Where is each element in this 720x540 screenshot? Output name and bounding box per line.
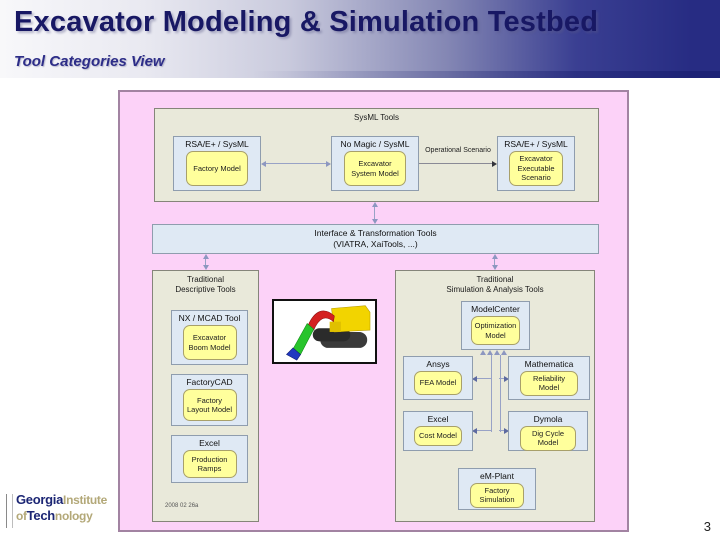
interface-bar-line2: (VIATRA, XaiTools, ...) (333, 239, 418, 249)
page-number: 3 (703, 519, 711, 534)
descriptive-label-line1: Traditional (186, 275, 225, 284)
tool-box-excel-descriptive: Excel Production Ramps (171, 435, 248, 483)
page-subtitle: Tool Categories View (14, 53, 165, 70)
arrow-right-icon (326, 160, 331, 167)
descriptive-tools-group: Traditional Descriptive Tools NX / MCAD … (152, 270, 259, 522)
bus-to-ansys-arrow (472, 375, 492, 382)
arrow-up-icon (202, 254, 209, 259)
interface-descriptive-arrow (202, 254, 209, 270)
tool-box-rsa-sysml-2: RSA/E+ / SysML Excavator Executable Scen… (497, 136, 575, 191)
model-chip: Cost Model (413, 426, 463, 446)
model-chip: Factory Layout Model (182, 389, 237, 421)
operational-scenario-arrow (419, 160, 497, 167)
arrow-down-icon (202, 265, 209, 270)
tool-name: RSA/E+ / SysML (504, 139, 568, 149)
logo-institute: Institute (63, 493, 107, 507)
excavator-3d-graphic (286, 305, 371, 361)
operational-scenario-label: Operational Scenario (425, 147, 491, 154)
model-chip: Production Ramps (182, 450, 237, 478)
tool-box-no-magic: No Magic / SysML Excavator System Model (331, 136, 419, 191)
logo-georgia: Georgia (16, 492, 64, 507)
arrow-left-icon (261, 160, 266, 167)
tool-box-rsa-sysml-1: RSA/E+ / SysML Factory Model (173, 136, 261, 191)
slide-header: Excavator Modeling & Simulation Testbed … (0, 0, 720, 78)
tool-name: Excel (427, 414, 449, 424)
arrow-up-icon (480, 350, 486, 355)
sysml-tools-label: SysML Tools (354, 113, 399, 122)
arrow-up-icon (491, 254, 498, 259)
logo-nology: nology (54, 509, 93, 523)
bus-to-excel-arrow (472, 427, 492, 434)
model-chip: Excavator Executable Scenario (508, 151, 564, 186)
interface-bar-line1: Interface & Transformation Tools (314, 227, 437, 238)
georgia-tech-logo: GeorgiaInstitute ofTechnology (6, 492, 107, 528)
simulation-label-line2: Simulation & Analysis Tools (446, 285, 544, 295)
tool-box-factorycad: FactoryCAD Factory Layout Model (171, 374, 248, 426)
model-chip: Excavator Boom Model (182, 325, 237, 360)
arrow-right-icon (504, 375, 509, 382)
bus-to-mathematica-arrow (499, 375, 509, 382)
modelcenter-bus-line (491, 355, 492, 432)
tool-name: eM-Plant (479, 471, 514, 481)
date-stamp: 2008 02 26a (165, 503, 199, 509)
tool-box-dymola: Dymola Dig Cycle Model (508, 411, 588, 451)
tool-box-emplant: eM-Plant Factory Simulation (458, 468, 536, 510)
tool-box-excel-simulation: Excel Cost Model (403, 411, 473, 451)
tool-name: Mathematica (524, 359, 574, 369)
tool-name: Dymola (533, 414, 563, 424)
arrow-left-icon (472, 427, 477, 434)
tool-name: No Magic / SysML (340, 139, 410, 149)
diagram-panel: SysML Tools RSA/E+ / SysML Factory Model… (118, 90, 629, 532)
logo-text: GeorgiaInstitute ofTechnology (16, 492, 107, 524)
model-chip: FEA Model (413, 371, 463, 395)
model-chip: Factory Simulation (469, 483, 525, 508)
model-chip: Reliability Model (520, 371, 578, 396)
model-chip: Dig Cycle Model (519, 426, 577, 451)
arrow-down-icon (371, 219, 378, 224)
logo-mark-icon (6, 494, 13, 528)
tool-box-ansys: Ansys FEA Model (403, 356, 473, 400)
logo-of: of (16, 509, 27, 523)
page-title: Excavator Modeling & Simulation Testbed (14, 6, 599, 38)
tool-name: RSA/E+ / SysML (185, 139, 249, 149)
tool-name: NX / MCAD Tool (178, 313, 241, 323)
arrow-right-icon (504, 427, 509, 434)
interface-simulation-arrow (491, 254, 498, 270)
logo-tech: Tech (26, 508, 55, 523)
tool-box-mathematica: Mathematica Reliability Model (508, 356, 590, 400)
arrow-down-icon (491, 265, 498, 270)
sysml-tools-group: SysML Tools RSA/E+ / SysML Factory Model… (154, 108, 599, 202)
tool-name: ModelCenter (471, 304, 520, 314)
simulation-tools-group: Traditional Simulation & Analysis Tools … (395, 270, 595, 522)
tool-name: Excel (199, 438, 220, 448)
sysml-double-arrow (261, 160, 331, 167)
modelcenter-fanout-arrows (480, 350, 507, 355)
arrow-up-icon (487, 350, 493, 355)
arrow-left-icon (472, 375, 477, 382)
tool-name: FactoryCAD (186, 377, 233, 387)
model-chip: Optimization Model (471, 316, 520, 345)
model-chip: Excavator System Model (344, 151, 406, 186)
sysml-interface-arrow (371, 202, 378, 224)
tool-name: Ansys (426, 359, 450, 369)
tool-box-modelcenter: ModelCenter Optimization Model (461, 301, 530, 350)
excavator-image (272, 299, 377, 364)
arrow-up-icon (501, 350, 507, 355)
descriptive-label-line2: Descriptive Tools (175, 285, 236, 295)
tool-box-nx-mcad: NX / MCAD Tool Excavator Boom Model (171, 310, 248, 365)
modelcenter-bus-line (500, 355, 501, 432)
arrow-up-icon (371, 202, 378, 207)
bus-to-dymola-arrow (499, 427, 509, 434)
model-chip: Factory Model (186, 151, 248, 186)
simulation-label-line1: Traditional (476, 275, 514, 284)
arrow-right-icon (492, 160, 497, 167)
arrow-up-icon (494, 350, 500, 355)
interface-transformation-bar: Interface & Transformation Tools (VIATRA… (152, 224, 599, 254)
